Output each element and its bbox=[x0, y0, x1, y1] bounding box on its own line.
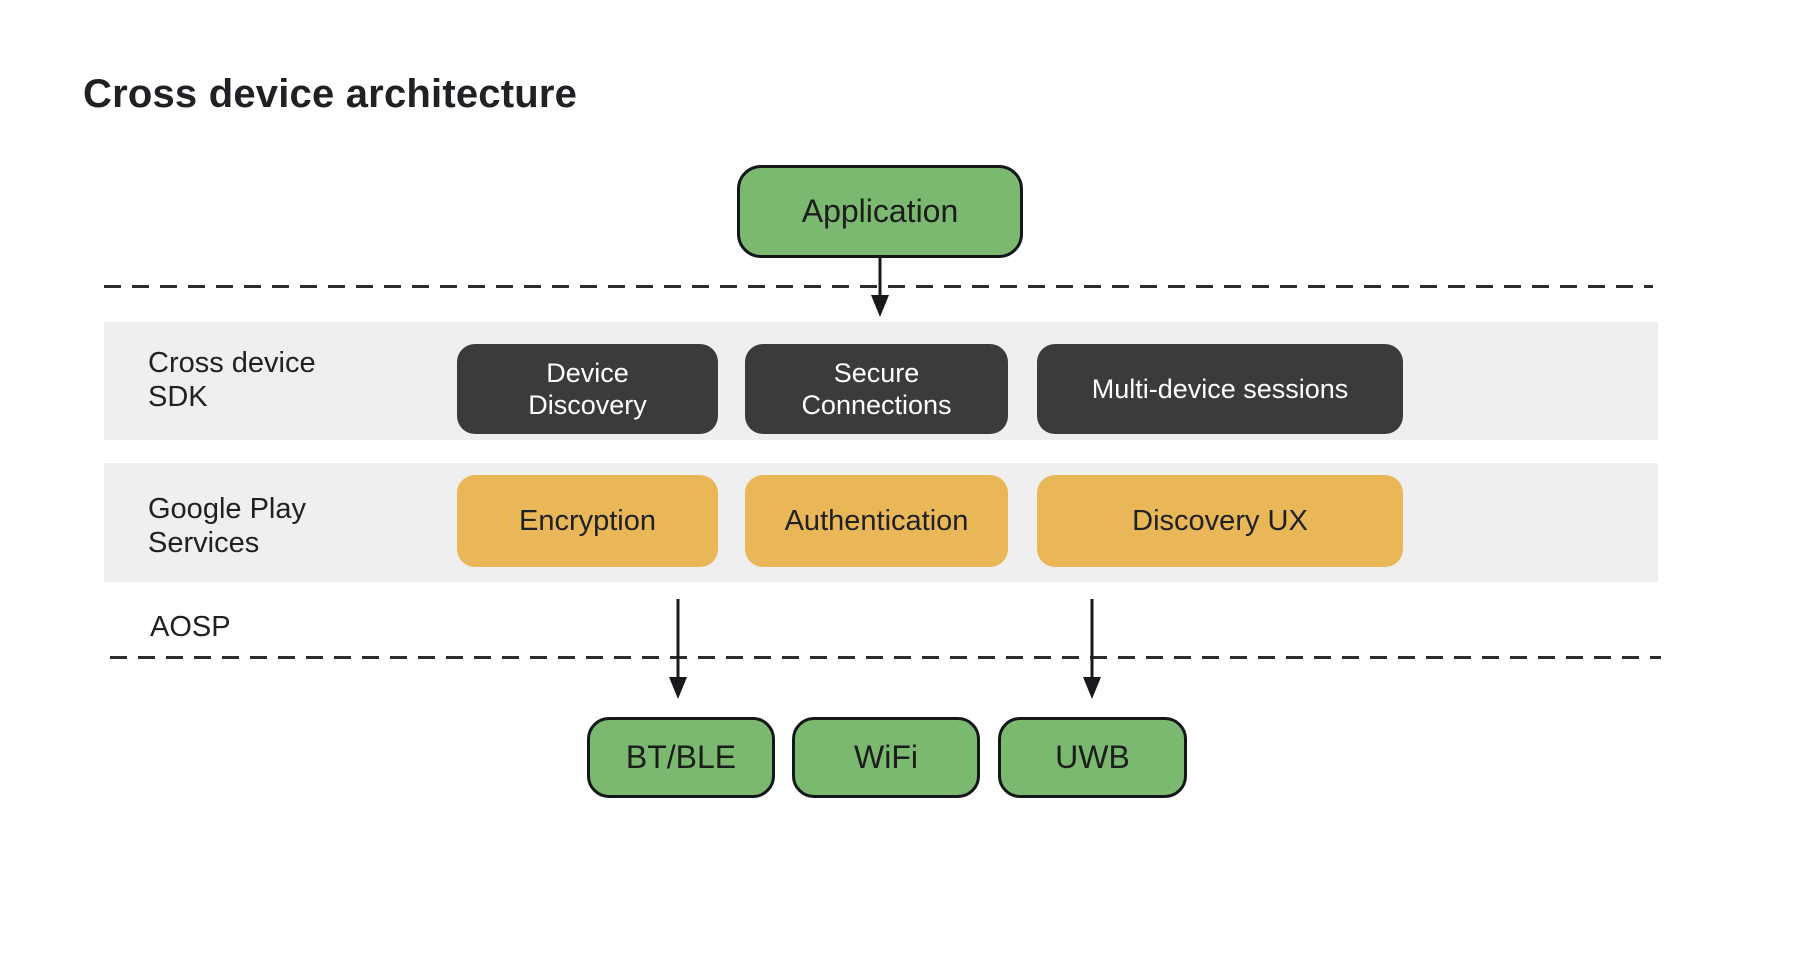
arrow-discovery-ux-to-uwb-icon bbox=[1083, 599, 1101, 699]
gps-layer-label: Google Play Services bbox=[148, 492, 306, 560]
sdk-layer-label-line1: Cross device bbox=[148, 347, 316, 379]
discovery-ux-label: Discovery UX bbox=[1132, 504, 1308, 537]
boundary-dashed-line-top bbox=[104, 285, 1653, 288]
sdk-box-secure-connections: Secure Connections bbox=[745, 344, 1008, 434]
aosp-layer-label: AOSP bbox=[150, 611, 231, 643]
page-title: Cross device architecture bbox=[83, 72, 578, 116]
secure-connections-label-line1: Secure bbox=[833, 358, 920, 388]
sdk-box-multi-device-sessions: Multi-device sessions bbox=[1037, 344, 1403, 434]
application-node-label: Application bbox=[801, 193, 959, 229]
sdk-layer-label: Cross device SDK bbox=[148, 346, 316, 414]
arrow-encryption-to-btble-icon bbox=[669, 599, 687, 699]
gps-box-encryption: Encryption bbox=[457, 475, 718, 567]
bt-ble-label: BT/BLE bbox=[625, 739, 737, 775]
multi-device-sessions-label: Multi-device sessions bbox=[1091, 374, 1349, 404]
gps-layer-label-line1: Google Play bbox=[148, 493, 306, 525]
secure-connections-label-line2: Connections bbox=[801, 390, 952, 420]
radio-box-wifi: WiFi bbox=[792, 717, 980, 798]
authentication-label: Authentication bbox=[784, 504, 969, 537]
device-discovery-label-line1: Device bbox=[546, 358, 629, 388]
gps-layer-label-line2: Services bbox=[148, 527, 260, 559]
sdk-box-device-discovery: Device Discovery bbox=[457, 344, 718, 434]
radio-box-bt-ble: BT/BLE bbox=[587, 717, 775, 798]
radio-box-uwb: UWB bbox=[998, 717, 1187, 798]
gps-layer-band: Google Play Services Encryption Authenti… bbox=[104, 463, 1658, 582]
gps-box-authentication: Authentication bbox=[745, 475, 1008, 567]
encryption-label: Encryption bbox=[518, 504, 656, 537]
wifi-label: WiFi bbox=[854, 739, 918, 775]
sdk-layer-band: Cross device SDK Device Discovery Secure… bbox=[104, 322, 1658, 440]
gps-box-discovery-ux: Discovery UX bbox=[1037, 475, 1403, 567]
uwb-label: UWB bbox=[1055, 739, 1130, 775]
sdk-layer-label-line2: SDK bbox=[148, 381, 208, 413]
device-discovery-label-line2: Discovery bbox=[528, 390, 647, 420]
application-node: Application bbox=[737, 165, 1023, 258]
boundary-dashed-line-bottom bbox=[110, 656, 1661, 659]
arrow-application-to-sdk-icon bbox=[871, 257, 889, 317]
